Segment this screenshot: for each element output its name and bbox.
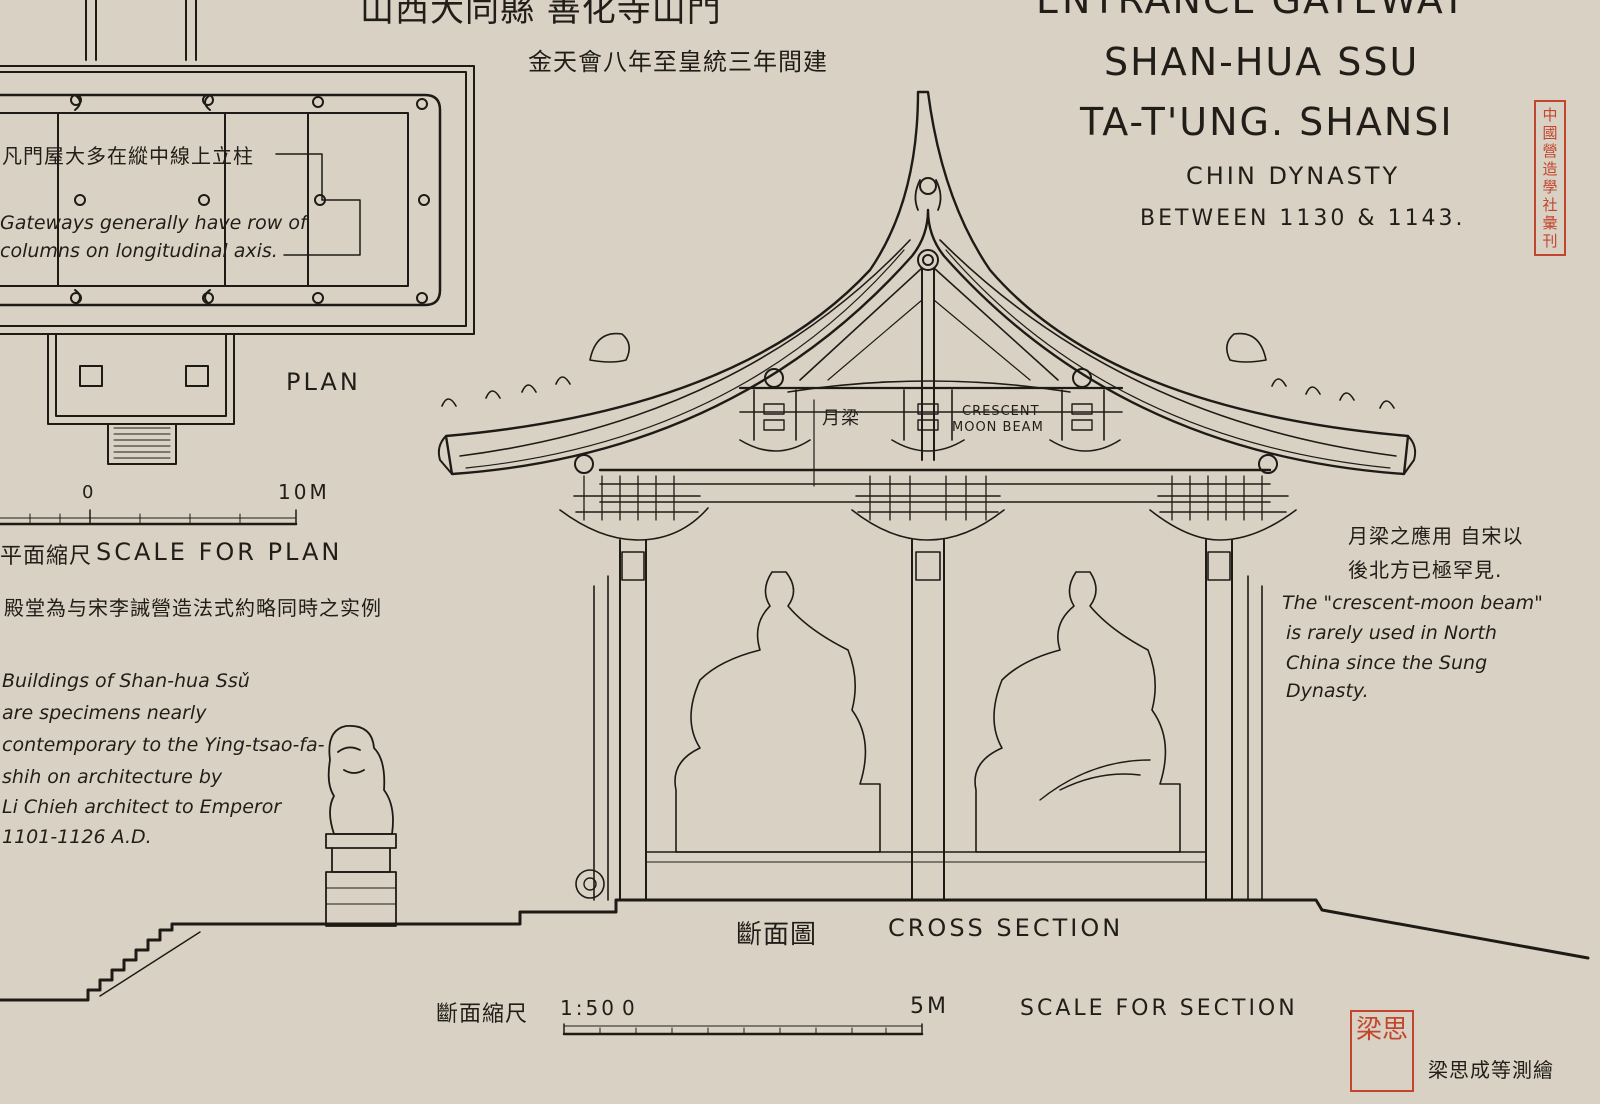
section-label: CROSS SECTION <box>888 914 1124 942</box>
left-note-line-6: 1101-1126 A.D. <box>2 826 152 848</box>
stone-lion <box>325 725 397 927</box>
left-note-line-5: Li Chieh architect to Emperor <box>2 796 282 818</box>
section-scale-ratio: 1:50 <box>560 996 617 1020</box>
beam-label-line-2: MOON BEAM <box>952 420 1044 435</box>
title-location: TA-T'UNG. SHANSI <box>1080 100 1454 144</box>
beam-label-line-1: CRESCENT <box>962 404 1040 419</box>
beam-label-chinese: 月梁 <box>822 408 860 429</box>
dates-label: BETWEEN 1130 & 1143. <box>1140 206 1466 231</box>
plan-note-chinese: 凡門屋大多在縱中線上立柱 <box>2 144 254 168</box>
gateway-cross-section <box>437 90 1417 901</box>
right-note-line-1: The "crescent-moon beam" <box>1282 592 1543 614</box>
plan-scale-label-chinese: 平面縮尺 <box>0 544 93 569</box>
author-seal: 梁思 <box>1350 1010 1414 1092</box>
right-note-line-3: China since the Sung <box>1286 652 1488 674</box>
plan-drawing <box>0 0 475 465</box>
left-note-line-4: shih on architecture by <box>2 766 223 788</box>
left-note-line-3: contemporary to the Ying-tsao-fa- <box>2 734 325 756</box>
construction-date-chinese: 金天會八年至皇統三年間建 <box>528 48 828 76</box>
left-note-line-1: Buildings of Shan-hua Ssǔ <box>2 670 250 692</box>
section-scale-zero: 0 <box>622 996 638 1020</box>
section-scale-bar <box>562 1023 924 1036</box>
left-note-line-2: are specimens nearly <box>2 702 207 724</box>
dynasty-label: CHIN DYNASTY <box>1186 162 1401 190</box>
section-label-chinese: 斷面圖 <box>736 920 818 950</box>
right-note-chinese-2: 後北方已極罕見. <box>1348 558 1503 582</box>
plan-scale-label: SCALE FOR PLAN <box>96 538 343 566</box>
section-scale-end: 5M <box>910 994 949 1019</box>
right-note-line-4: Dynasty. <box>1286 680 1369 702</box>
plan-label: PLAN <box>286 368 361 396</box>
left-note-chinese: 殿堂為与宋李誡營造法式約略同時之实例 <box>4 596 382 620</box>
plan-note-line-1: Gateways generally have row of <box>0 212 307 234</box>
section-scale-label-chinese: 斷面縮尺 <box>436 1002 529 1027</box>
ground-line <box>0 898 1590 1002</box>
right-note-chinese-1: 月梁之應用 自宋以 <box>1348 524 1524 548</box>
title-temple-name: SHAN-HUA SSU <box>1104 40 1420 84</box>
section-scale-label: SCALE FOR SECTION <box>1020 996 1298 1021</box>
plan-scale-end: 10M <box>278 480 330 504</box>
plan-note-line-2: columns on longitudinal axis. <box>0 240 278 262</box>
plan-scale-bar <box>0 509 298 526</box>
signature: 梁思成等測繪 <box>1428 1058 1554 1082</box>
title-chinese: 山西大同縣 善化寺山門 <box>360 0 722 30</box>
plan-scale-zero: 0 <box>82 482 97 503</box>
right-note-line-2: is rarely used in North <box>1286 622 1497 644</box>
title-entrance-gateway: ENTRANCE GATEWAY <box>1036 0 1468 22</box>
society-seal: 中國營造學社彙刊 <box>1534 100 1566 256</box>
